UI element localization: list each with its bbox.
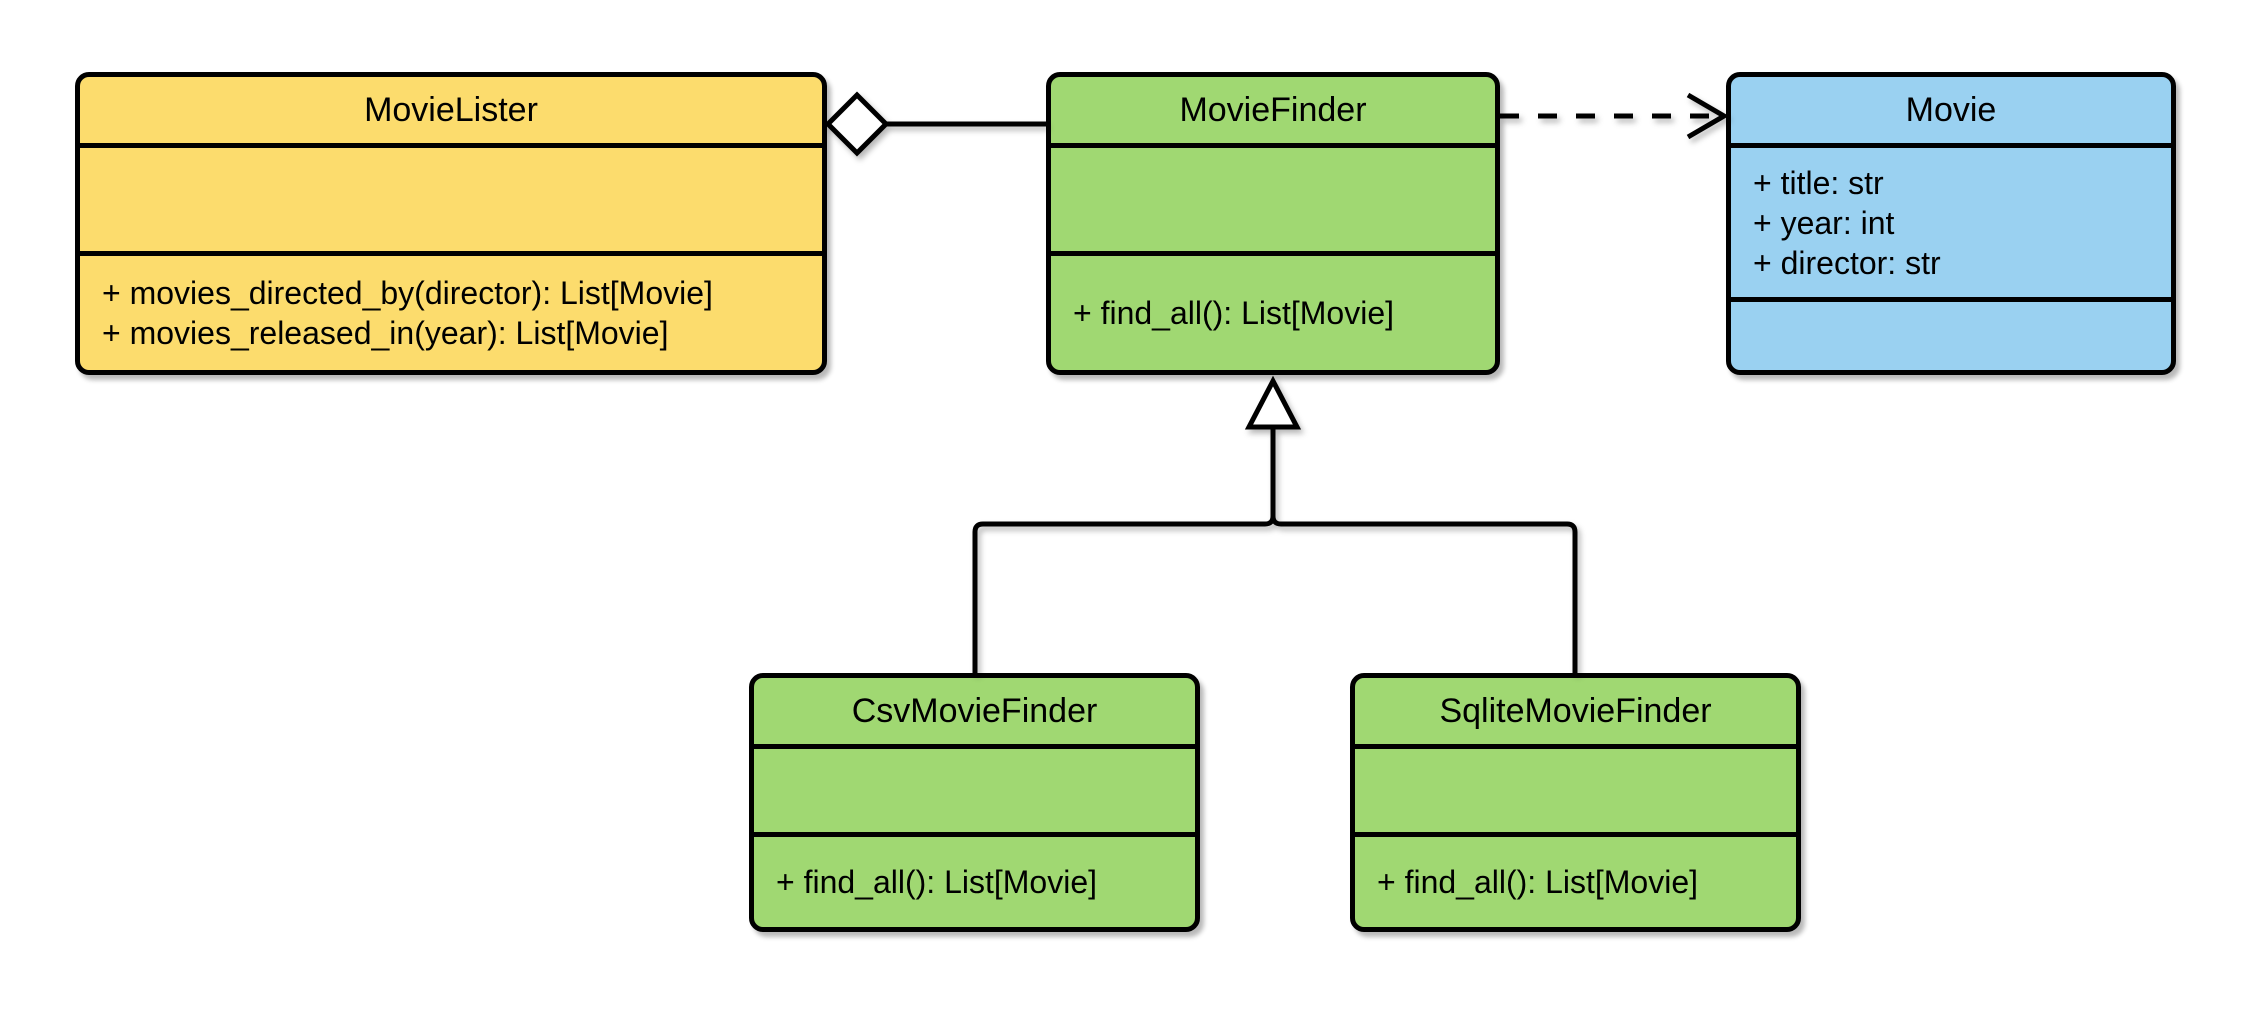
attribute-label: + title: str (1753, 164, 1884, 201)
inheritance-triangle-arrowhead-icon (1244, 375, 1302, 430)
class-attributes-movielister (80, 143, 822, 251)
dependency-open-arrowhead-icon (1686, 92, 1729, 140)
class-attributes-sqlitemoviefinder (1355, 744, 1796, 832)
attribute-label: + director: str (1753, 244, 1941, 281)
method-label: + find_all(): List[Movie] (1377, 864, 1699, 900)
class-methods-sqlitemoviefinder: + find_all(): List[Movie] (1355, 832, 1796, 927)
class-title-csvmoviefinder: CsvMovieFinder (851, 691, 1098, 730)
class-box-movie: Movie + title: str + year: int + directo… (1726, 72, 2176, 375)
class-attributes-moviefinder (1051, 143, 1495, 251)
method-label: + movies_released_in(year): List[Movie] (102, 315, 669, 351)
class-box-sqlitemoviefinder: SqliteMovieFinder + find_all(): List[Mov… (1350, 673, 1801, 932)
class-box-csvmoviefinder: CsvMovieFinder + find_all(): List[Movie] (749, 673, 1200, 932)
class-methods-csvmoviefinder: + find_all(): List[Movie] (754, 832, 1195, 927)
inheritance-edge-sqlitemoviefinder (1270, 427, 1578, 673)
method-label: + find_all(): List[Movie] (776, 864, 1098, 900)
aggregation-diamond-icon (824, 91, 890, 157)
class-methods-movie (1731, 297, 2171, 370)
class-box-moviefinder: MovieFinder + find_all(): List[Movie] (1046, 72, 1500, 375)
inheritance-edge-csvmoviefinder (972, 427, 1276, 673)
class-title-movielister: MovieLister (364, 90, 538, 129)
class-title-sqlitemoviefinder: SqliteMovieFinder (1439, 691, 1712, 730)
method-label: + movies_directed_by(director): List[Mov… (102, 275, 713, 311)
dependency-edge-moviefinder-movie (1500, 92, 1729, 140)
class-title-moviefinder: MovieFinder (1179, 90, 1367, 129)
aggregation-edge-movielister-moviefinder (824, 91, 1046, 157)
class-methods-movielister: + movies_directed_by(director): List[Mov… (80, 251, 822, 370)
inheritance-edges-to-moviefinder (972, 375, 1578, 673)
class-attributes-csvmoviefinder (754, 744, 1195, 832)
method-label: + find_all(): List[Movie] (1073, 295, 1395, 331)
class-title-movie: Movie (1905, 90, 1997, 129)
attribute-label: + year: int (1753, 204, 1895, 241)
class-methods-moviefinder: + find_all(): List[Movie] (1051, 251, 1495, 370)
class-box-movielister: MovieLister + movies_directed_by(directo… (75, 72, 827, 375)
class-attributes-movie: + title: str + year: int + director: str (1731, 143, 2171, 297)
